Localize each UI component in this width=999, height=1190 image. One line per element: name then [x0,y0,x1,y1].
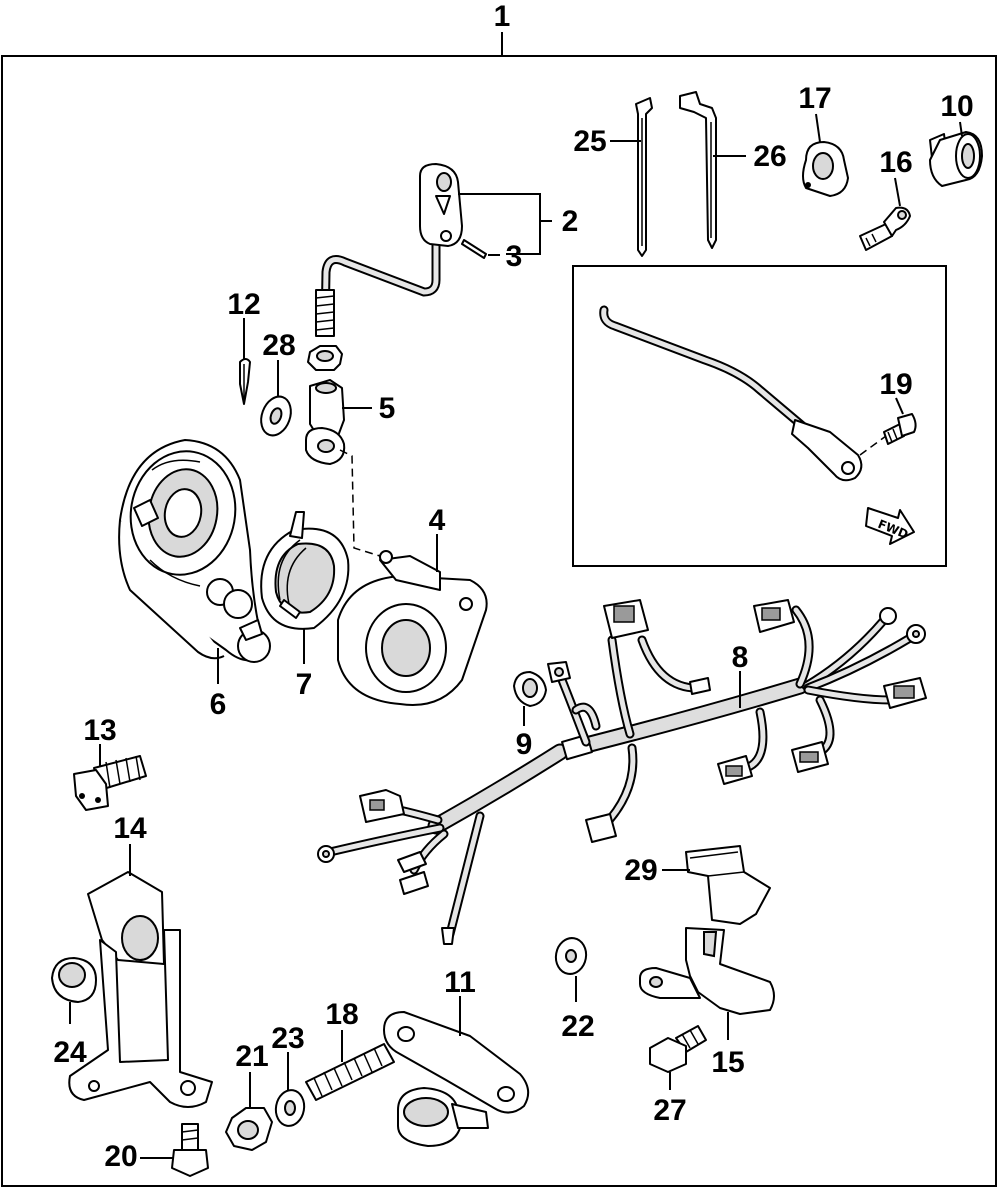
label-part-25: 25 [573,125,606,158]
label-part-6: 6 [210,688,227,721]
label-part-26: 26 [753,140,786,173]
part-17-clip [802,141,849,197]
part-18-stud [305,1043,395,1101]
label-part-14: 14 [113,812,147,845]
label-part-19: 19 [879,368,912,401]
inset-detail-box: 19 FWD [572,265,947,567]
part-22-washer [554,937,588,975]
label-part-10: 10 [940,90,973,123]
part-24-bushing [51,957,97,1003]
label-part-16: 16 [879,146,912,179]
rod-end-fitting [791,419,863,482]
part-29-cover [685,845,771,925]
diagram-frame [1,55,997,1187]
label-part-29: 29 [624,854,657,887]
label-part-28: 28 [262,329,295,362]
label-part-1: 1 [494,0,511,33]
label-part-7: 7 [296,668,313,701]
part-12-cotter-pin [239,358,251,405]
part-28-washer [260,395,292,437]
part-26-cable-tie [679,91,717,249]
label-part-17: 17 [798,82,831,115]
part-20-bolt [171,1123,209,1177]
label-part-12: 12 [227,288,260,321]
part-21-nut [225,1107,273,1151]
part-3-pin [461,239,487,259]
label-part-11: 11 [444,966,476,999]
part-16-joint [859,206,911,251]
part-10-grommet [929,131,983,187]
part-8-wiring-harness [317,599,927,945]
part-25-cable-tie [635,97,653,257]
label-part-20: 20 [104,1140,137,1173]
part-15-bracket [639,927,775,1015]
label-part-8: 8 [732,641,749,674]
part-7-spring [260,511,350,630]
part-13-screw [73,755,147,811]
rod-nut [307,345,343,371]
label-part-24: 24 [53,1036,87,1069]
part-19-screw [883,413,917,445]
label-part-23: 23 [271,1022,304,1055]
part-23-washer [274,1089,306,1127]
label-part-13: 13 [83,714,116,747]
part-27-bolt [649,1025,707,1073]
label-part-9: 9 [516,728,533,761]
part-9-grommet [513,671,547,707]
label-part-18: 18 [325,998,358,1031]
fwd-arrow-icon: FWD [865,507,915,545]
part-14-bracket [68,871,213,1108]
label-part-3: 3 [506,240,523,273]
label-part-27: 27 [653,1094,686,1127]
part-4-cam-bracket [337,550,488,706]
label-part-2: 2 [562,205,579,238]
label-part-21: 21 [235,1040,268,1073]
label-part-4: 4 [429,504,446,537]
part-11-mounting-plate [383,1011,530,1147]
label-part-15: 15 [711,1046,744,1079]
part-6-throttle-cam [118,439,271,663]
part-2-throttle-lever [315,163,463,337]
part-5-rod-joint [305,379,346,465]
label-part-22: 22 [561,1010,594,1043]
label-part-5: 5 [379,392,396,425]
